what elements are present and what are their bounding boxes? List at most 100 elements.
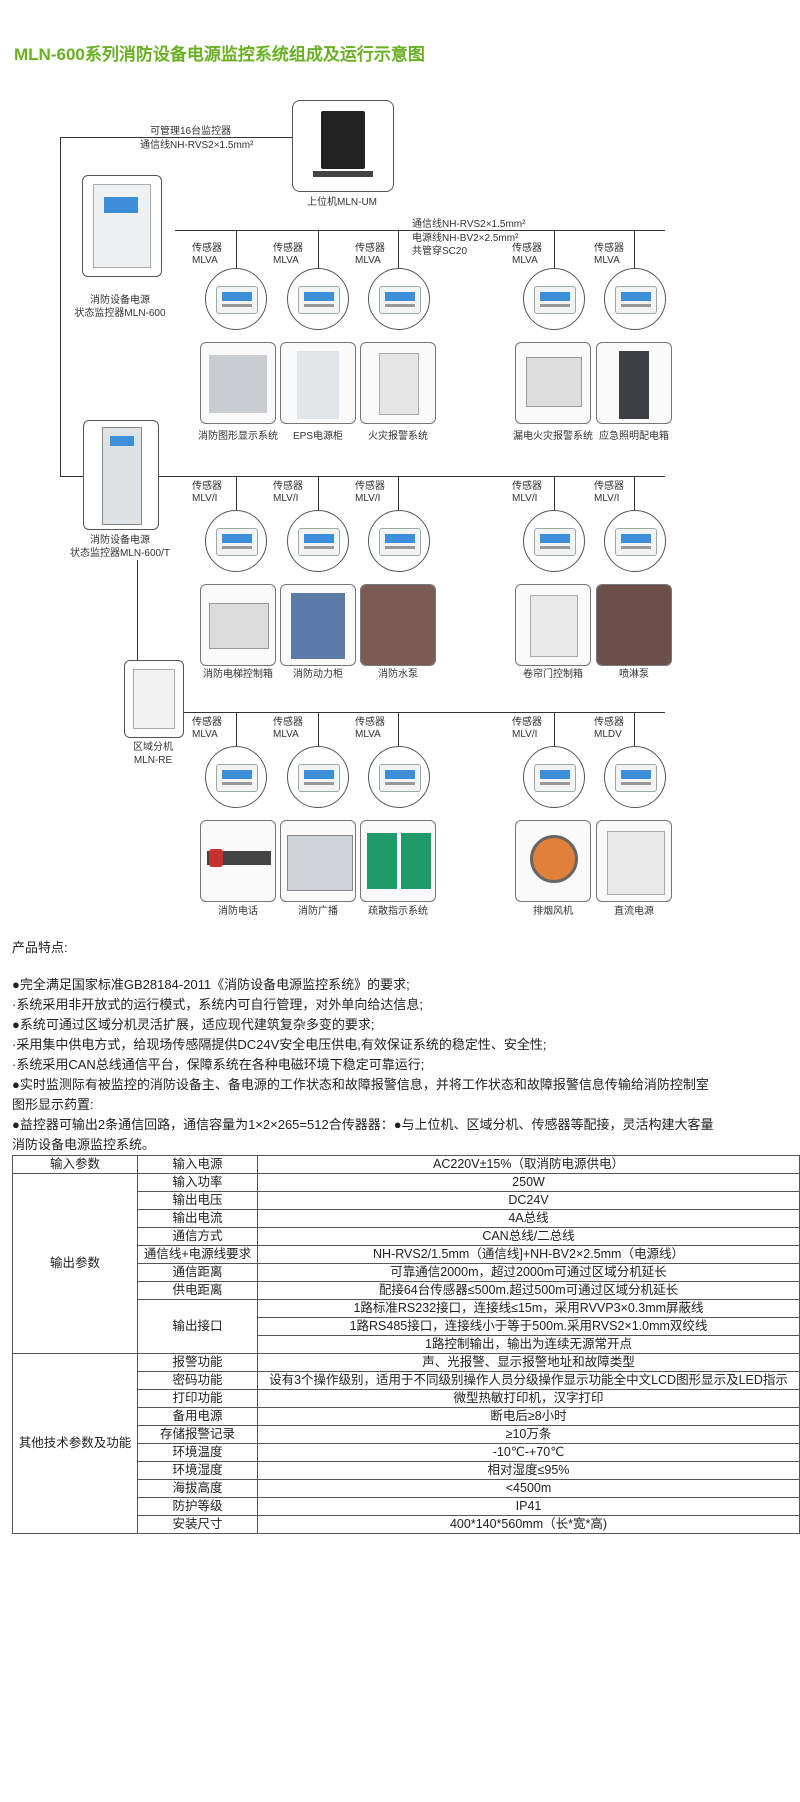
sensor-icon <box>604 268 666 330</box>
spec-table: 输入参数 输入电源 AC220V±15%（取消防电源供电） 输出参数 输入功率 … <box>12 1155 800 1534</box>
sensor-model: MLV/I <box>594 493 620 504</box>
mid-label-3: 共管穿SC20 <box>412 246 468 257</box>
spec-value: 声、光报警、显示报警地址和故障类型 <box>257 1353 800 1372</box>
monitor-b-screen <box>110 436 134 446</box>
spec-key: 环境湿度 <box>137 1461 258 1480</box>
spec-value: 微型热敏打印机，汉字打印 <box>257 1389 800 1408</box>
spec-key: 报警功能 <box>137 1353 258 1372</box>
feature-line: ●完全满足国家标准GB28184-2011《消防设备电源监控系统》的要求; <box>12 977 410 992</box>
monitor-b <box>83 420 159 530</box>
sensor-icon <box>523 746 585 808</box>
feature-line: ·系统采用CAN总线通信平台，保障系统在各种电磁环境下稳定可靠运行; <box>12 1057 425 1072</box>
sensor-icon <box>523 268 585 330</box>
region-unit <box>124 660 184 738</box>
spec-key: 备用电源 <box>137 1407 258 1426</box>
bus-label-1: 可管理16台监控器 <box>150 126 232 137</box>
equipment-fire-alarm <box>360 342 436 424</box>
drop-line <box>398 476 399 512</box>
drop-line <box>236 712 237 748</box>
equipment-eps-cabinet <box>280 342 356 424</box>
equipment-leakage-alarm <box>515 342 591 424</box>
sensor-word: 传感器 <box>355 717 385 728</box>
sensor-word: 传感器 <box>273 243 303 254</box>
spec-value: DC24V <box>257 1191 800 1210</box>
sensor-icon <box>523 510 585 572</box>
feature-line: 消防设备电源监控系统。 <box>12 1137 156 1152</box>
spec-key: 安装尺寸 <box>137 1515 258 1534</box>
group-output: 输出参数 <box>12 1173 138 1354</box>
region-box-icon <box>133 669 175 729</box>
monitor-a-cabinet-icon <box>93 184 151 268</box>
table-row: 备用电源断电后≥8小时 <box>13 1407 800 1426</box>
sensor-word: 传感器 <box>355 243 385 254</box>
equipment-label: 疏散指示系统 <box>368 906 428 917</box>
spec-key: 打印功能 <box>137 1389 258 1408</box>
sensor-word: 传感器 <box>512 481 542 492</box>
table-row: 输入参数 输入电源 AC220V±15%（取消防电源供电） <box>12 1155 800 1174</box>
table-row: 其他技术参数及功能 报警功能 声、光报警、显示报警地址和故障类型 <box>12 1353 800 1534</box>
sensor-word: 传感器 <box>355 481 385 492</box>
sensor-model: MLVA <box>355 729 381 740</box>
feature-line: ●益控器可输出2条通信回路，通信容量为1×2×265=512合传器器：●与上位机… <box>12 1117 714 1132</box>
monitor-a-label-2: 状态监控器MLN-600 <box>74 308 166 319</box>
trunk-vertical <box>60 137 61 477</box>
equipment-label: 消防图形显示系统 <box>198 431 278 442</box>
feature-line: ·系统采用非开放式的运行模式，系统内可自行管理，对外单向给达信息; <box>12 997 423 1012</box>
sensor-model: MLVA <box>192 729 218 740</box>
equipment-fire-broadcast <box>280 820 356 902</box>
mid-label-2: 电源线NH-BV2×2.5mm² <box>412 233 519 244</box>
spec-value: 设有3个操作级别，适用于不同级别操作人员分级操作显示功能全中文LCD图形显示及L… <box>257 1371 800 1390</box>
sensor-icon <box>604 510 666 572</box>
bus-row1 <box>175 230 665 231</box>
spec-value: 1路控制输出，输出为连续无源常开点 <box>257 1335 800 1354</box>
spec-key: 输入电源 <box>137 1155 258 1174</box>
spec-value: 400*140*560mm（长*宽*高) <box>257 1515 800 1534</box>
host-cabinet-icon <box>321 111 365 169</box>
sensor-model: MLVA <box>273 255 299 266</box>
table-row: 输出接口 1路标准RS232接口，连接线≤15m，采用RVVP3×0.3mm屏蔽… <box>13 1299 800 1354</box>
group-input: 输入参数 <box>12 1155 138 1174</box>
table-row: 输出参数 输入功率 250W <box>12 1173 800 1354</box>
mid-label-1: 通信线NH-RVS2×1.5mm² <box>412 219 526 230</box>
equipment-graphic-display <box>200 342 276 424</box>
equipment-sprinkler-pump <box>596 584 672 666</box>
spec-key: 防护等级 <box>137 1497 258 1516</box>
host-label: 上位机MLN-UM <box>307 197 377 208</box>
spec-key: 环境温度 <box>137 1443 258 1462</box>
sensor-icon <box>368 268 430 330</box>
equipment-power-cabinet <box>280 584 356 666</box>
sensor-word: 传感器 <box>273 481 303 492</box>
sensor-icon <box>205 746 267 808</box>
drop-line <box>318 230 319 270</box>
equipment-label: 漏电火灾报警系统 <box>513 431 593 442</box>
monitor-a <box>82 175 162 277</box>
spec-value: 1路RS485接口，连接线小于等于500m.采用RVS2×1.0mm双绞线 <box>257 1317 800 1336</box>
spec-value: 相对湿度≤95% <box>257 1461 800 1480</box>
sensor-word: 传感器 <box>594 481 624 492</box>
sensor-icon <box>604 746 666 808</box>
drop-line <box>554 230 555 270</box>
equipment-label: 应急照明配电箱 <box>599 431 669 442</box>
drop-line <box>398 230 399 270</box>
spec-key: 通信方式 <box>137 1227 258 1246</box>
host-computer <box>292 100 394 192</box>
drop-line <box>318 476 319 512</box>
equipment-label: 喷淋泵 <box>619 669 649 680</box>
sensor-icon <box>287 510 349 572</box>
spec-value: AC220V±15%（取消防电源供电） <box>257 1155 800 1174</box>
spec-key: 密码功能 <box>137 1371 258 1390</box>
feature-line: 图形显示药置: <box>12 1097 94 1112</box>
spec-key: 输出电流 <box>137 1209 258 1228</box>
spec-key: 输入功率 <box>137 1173 258 1192</box>
sensor-model: MLDV <box>594 729 622 740</box>
sensor-model: MLV/I <box>512 729 538 740</box>
spec-key: 通信线+电源线要求 <box>137 1245 258 1264</box>
sensor-model: MLVA <box>192 255 218 266</box>
equipment-label: 消防广播 <box>298 906 338 917</box>
monitor-a-screen <box>104 197 138 213</box>
page-title: MLN-600系列消防设备电源监控系统组成及运行示意图 <box>14 45 425 64</box>
equipment-dc-power <box>596 820 672 902</box>
sensor-model: MLVA <box>355 255 381 266</box>
table-row: 环境湿度相对湿度≤95% <box>13 1461 800 1480</box>
